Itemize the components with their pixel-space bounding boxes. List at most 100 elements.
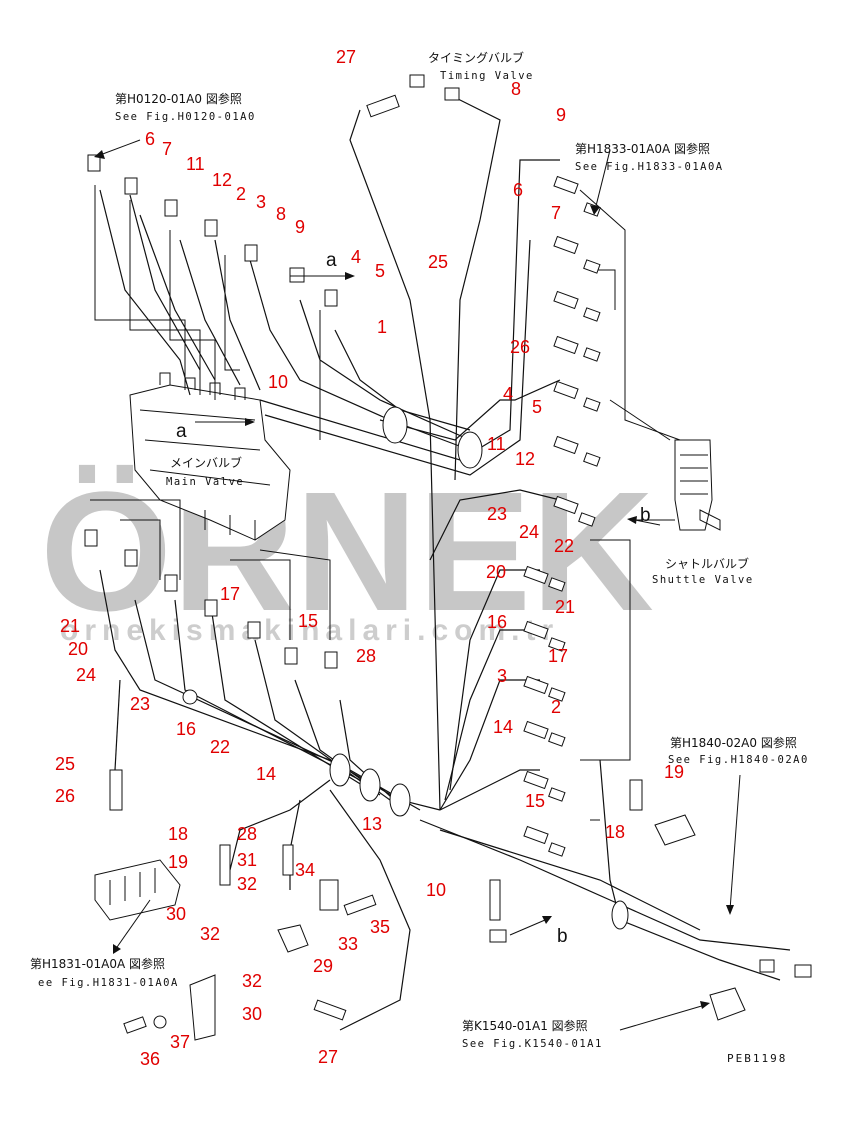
main-valve-jp: メインバルブ: [170, 455, 242, 470]
bracket: [189, 974, 216, 1041]
fittings-left: [84, 74, 812, 1034]
callout-label: 30: [166, 904, 186, 924]
callout-label: 17: [220, 584, 240, 604]
callout-label: 13: [362, 814, 382, 834]
ref-bottom-right-en: See Fig.K1540-01A1: [462, 1038, 603, 1050]
reference-labels: 第H0120-01A0 図参照 See Fig.H0120-01A0 タイミング…: [30, 50, 809, 1065]
callout-label: 8: [276, 204, 286, 224]
callout-label: 9: [556, 105, 566, 125]
callout-label: 34: [295, 860, 315, 880]
callout-label: 25: [428, 252, 448, 272]
ref-bottom-right-jp: 第K1540-01A1 図参照: [462, 1018, 588, 1033]
callout-label: 22: [210, 737, 230, 757]
callout-label: 12: [515, 449, 535, 469]
callout-label: 10: [268, 372, 288, 392]
callout-label: 18: [168, 824, 188, 844]
callout-label: 3: [256, 192, 266, 212]
callouts: 27 8 9 6 7 11 12 2 3 8 9 6 7 4 5 25 1 26…: [55, 47, 684, 1069]
callout-label: 7: [551, 203, 561, 223]
callout-label: 3: [497, 666, 507, 686]
callout-label: 24: [76, 665, 96, 685]
callout-label: 6: [513, 180, 523, 200]
block-29: [277, 924, 309, 953]
ref-bottom-left-jp: 第H1831-01A0A 図参照: [30, 956, 165, 971]
clamp-bundles: [329, 406, 629, 930]
callout-label: 14: [493, 717, 513, 737]
callout-label: 14: [256, 764, 276, 784]
ref-top-left-en: See Fig.H0120-01A0: [115, 111, 256, 123]
manifold-block: [94, 859, 181, 921]
callout-label: 23: [487, 504, 507, 524]
view-letters: a a b b: [176, 250, 651, 947]
callout-label: 15: [298, 611, 318, 631]
callout-label: 36: [140, 1049, 160, 1069]
callout-label: 30: [242, 1004, 262, 1024]
ref-top-right-jp: 第H1833-01A0A 図参照: [575, 141, 710, 156]
callout-label: 22: [554, 536, 574, 556]
ref-bottom-left-en: ee Fig.H1831-01A0A: [38, 977, 179, 989]
fittings-right: [523, 175, 601, 857]
shuttle-valve-en: Shuttle Valve: [652, 574, 754, 586]
view-letter: b: [557, 926, 568, 947]
callout-label: 31: [237, 850, 257, 870]
ref-top-left-jp: 第H0120-01A0 図参照: [115, 91, 242, 106]
callout-label: 10: [426, 880, 446, 900]
callout-label: 25: [55, 754, 75, 774]
ref-right-mid-en: See Fig.H1840-02A0: [668, 754, 809, 766]
block-bottom-right: [709, 987, 746, 1021]
callout-label: 21: [60, 616, 80, 636]
callout-label: 1: [377, 317, 387, 337]
callout-label: 26: [510, 337, 530, 357]
callout-label: 24: [519, 522, 539, 542]
callout-label: 35: [370, 917, 390, 937]
watermark-main: ÖRNEK: [40, 457, 654, 647]
callout-label: 29: [313, 956, 333, 976]
ref-right-mid-jp: 第H1840-02A0 図参照: [670, 735, 797, 750]
callout-label: 20: [486, 562, 506, 582]
callout-label: 4: [351, 247, 361, 267]
callout-label: 33: [338, 934, 358, 954]
callout-label: 12: [212, 170, 232, 190]
watermark: ÖRNEK ornekismakinalari.com.tr: [40, 457, 654, 647]
callout-label: 4: [503, 384, 513, 404]
callout-label: 15: [525, 791, 545, 811]
callout-label: 19: [168, 852, 188, 872]
view-letter: b: [640, 505, 651, 526]
callout-label: 2: [551, 697, 561, 717]
callout-label: 32: [237, 874, 257, 894]
view-letter: a: [326, 250, 337, 271]
callout-label: 11: [487, 434, 506, 454]
callout-label: 23: [130, 694, 150, 714]
callout-label: 37: [170, 1032, 190, 1052]
callout-label: 17: [548, 646, 568, 666]
view-letter: a: [176, 421, 187, 442]
reference-lines: [90, 185, 681, 821]
hose-lines: [99, 94, 791, 1031]
callout-label: 16: [176, 719, 196, 739]
callout-label: 27: [336, 47, 356, 67]
callout-label: 21: [555, 597, 575, 617]
callout-label: 20: [68, 639, 88, 659]
callout-label: 27: [318, 1047, 338, 1067]
callout-label: 6: [145, 129, 155, 149]
block-19-right: [654, 814, 696, 846]
callout-label: 19: [664, 762, 684, 782]
drawing-code: PEB1198: [727, 1052, 787, 1065]
timing-valve-jp: タイミングバルブ: [428, 50, 524, 65]
callout-label: 26: [55, 786, 75, 806]
callout-label: 8: [511, 79, 521, 99]
callout-label: 11: [186, 154, 205, 174]
callout-label: 5: [532, 397, 542, 417]
callout-label: 9: [295, 217, 305, 237]
callout-label: 28: [356, 646, 376, 666]
main-valve-en: Main Valve: [166, 476, 244, 488]
callout-label: 5: [375, 261, 385, 281]
timing-valve-en: Timing Valve: [440, 70, 534, 82]
callout-label: 32: [200, 924, 220, 944]
callout-label: 16: [487, 612, 507, 632]
callout-label: 28: [237, 824, 257, 844]
shuttle-valve: [674, 439, 721, 531]
callout-label: 18: [605, 822, 625, 842]
